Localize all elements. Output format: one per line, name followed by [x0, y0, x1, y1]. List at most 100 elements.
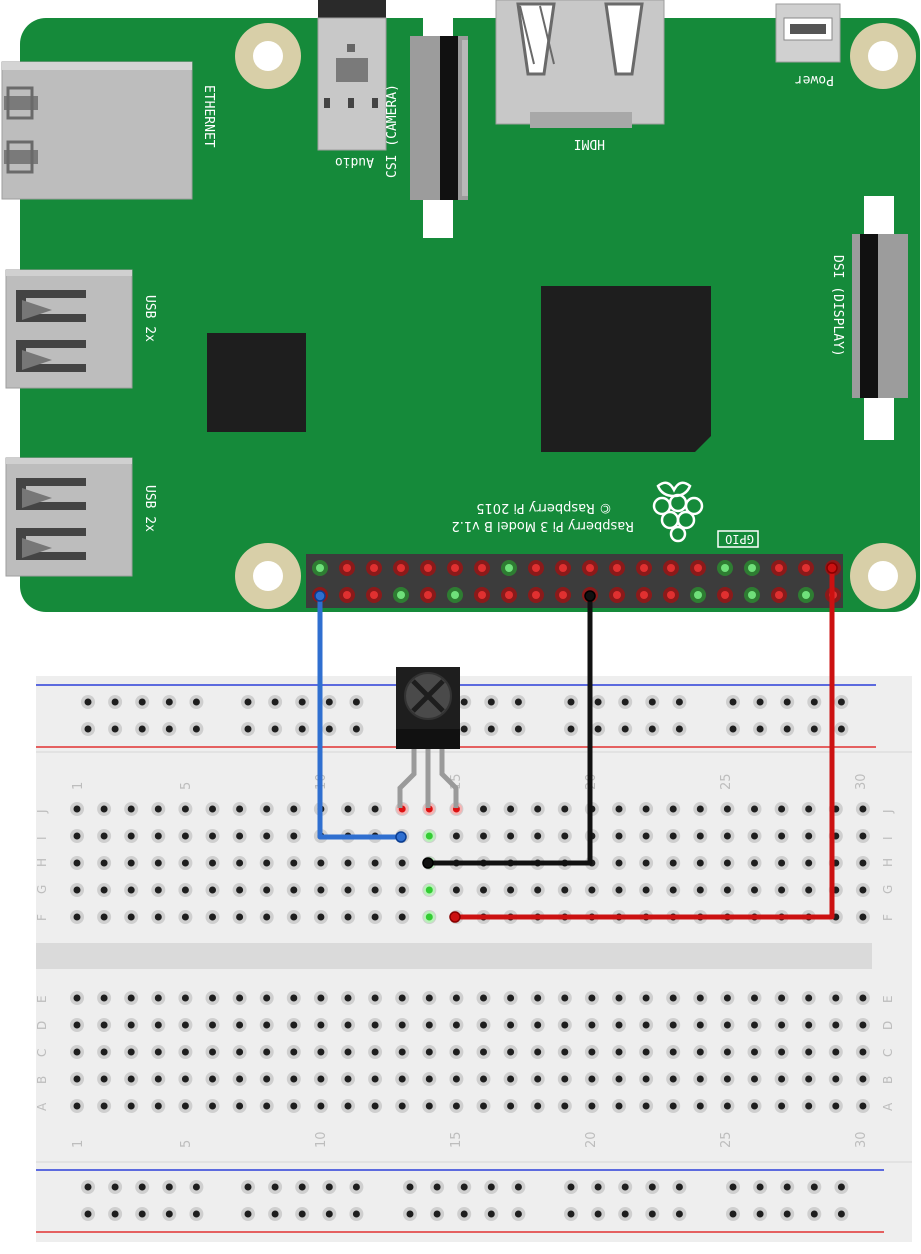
- breadboard-hole: [778, 886, 786, 894]
- rail-hole: [244, 1210, 252, 1218]
- breadboard-hole: [832, 1075, 840, 1083]
- breadboard-hole: [805, 994, 813, 1002]
- breadboard-hole: [805, 859, 813, 867]
- rail-hole: [165, 698, 173, 706]
- rail-hole: [837, 698, 845, 706]
- breadboard-hole: [317, 859, 325, 867]
- gpio-pin: [559, 591, 567, 599]
- col-number-5: 5: [179, 1140, 194, 1148]
- col-number-30: 30: [854, 1131, 869, 1148]
- gpio-pin: [613, 591, 621, 599]
- breadboard-hole: [832, 994, 840, 1002]
- rail-hole: [325, 725, 333, 733]
- rail-hole: [810, 1183, 818, 1191]
- rail-hole: [244, 725, 252, 733]
- rail-hole: [756, 1183, 764, 1191]
- breadboard-hole: [452, 832, 460, 840]
- breadboard-hole: [669, 1021, 677, 1029]
- breadboard-hole: [696, 1021, 704, 1029]
- rail-hole: [84, 698, 92, 706]
- col-number-15: 15: [449, 1131, 464, 1148]
- breadboard-hole: [425, 1102, 433, 1110]
- breadboard-hole: [507, 832, 515, 840]
- breadboard-hole: [669, 859, 677, 867]
- gpio-pin: [370, 591, 378, 599]
- rail-hole: [567, 725, 575, 733]
- breadboard-hole: [615, 1102, 623, 1110]
- breadboard-hole: [290, 1102, 298, 1110]
- rail-hole: [192, 1210, 200, 1218]
- rail-hole: [487, 1183, 495, 1191]
- gpio-pin: [721, 591, 729, 599]
- lan-chip: [207, 333, 306, 432]
- breadboard-hole: [317, 913, 325, 921]
- breadboard-hole: [588, 1048, 596, 1056]
- rail-hole: [675, 1210, 683, 1218]
- rail-hole: [298, 725, 306, 733]
- rail-hole: [165, 1183, 173, 1191]
- breadboard-hole: [73, 805, 81, 813]
- gpio-label-box: [717, 530, 759, 548]
- breadboard-hole: [778, 805, 786, 813]
- breadboard-hole: [452, 1048, 460, 1056]
- breadboard-hole: [751, 1048, 758, 1056]
- breadboard-hole: [154, 859, 162, 867]
- breadboard-hole: [723, 805, 731, 813]
- row-letter-i: I: [35, 836, 49, 840]
- ir-receiver-lead: [397, 748, 417, 808]
- rail-hole: [783, 725, 791, 733]
- rail-hole: [433, 1183, 441, 1191]
- breadboard-hole: [425, 1075, 433, 1083]
- row-letter-j: J: [35, 809, 49, 814]
- breadboard-hole: [452, 1021, 460, 1029]
- gpio-pin: [424, 591, 432, 599]
- breadboard-hole: [344, 1021, 352, 1029]
- breadboard-hole: [561, 1021, 569, 1029]
- breadboard-hole: [100, 913, 108, 921]
- gpio-pin: [802, 591, 810, 599]
- gpio-pin: [478, 564, 486, 572]
- row-letter-g: G: [881, 885, 895, 894]
- rail-hole: [810, 1210, 818, 1218]
- breadboard-hole: [127, 832, 135, 840]
- breadboard-hole: [751, 832, 758, 840]
- raspberry-pi-board: ETHERNET USB 2x USB 2x Audi: [1, 0, 920, 612]
- breadboard-hole: [751, 805, 758, 813]
- row-letter-f: F: [35, 914, 49, 921]
- gpio-pin: [316, 564, 324, 572]
- breadboard-hole: [778, 1075, 786, 1083]
- breadboard-hole: [859, 1075, 867, 1083]
- breadboard-hole: [181, 805, 189, 813]
- gpio-pin: [640, 564, 648, 572]
- gpio-pin: [532, 591, 540, 599]
- breadboard-hole: [696, 994, 704, 1002]
- breadboard-hole: [696, 805, 704, 813]
- breadboard-hole: [181, 1102, 189, 1110]
- breadboard-hole: [181, 832, 189, 840]
- breadboard-hole: [805, 1048, 813, 1056]
- breadboard-hole: [615, 994, 623, 1002]
- breadboard-hole: [507, 1021, 515, 1029]
- breadboard-hole: [696, 1048, 704, 1056]
- col-number-1: 1: [71, 1140, 86, 1148]
- breadboard-hole: [805, 832, 813, 840]
- rail-hole: [621, 698, 629, 706]
- audio-jack: [317, 0, 387, 151]
- gpio-pin: [748, 564, 756, 572]
- gpio-pin: [586, 564, 594, 572]
- gpio-pin: [343, 591, 351, 599]
- breadboard-hole: [127, 913, 135, 921]
- breadboard-hole: [371, 994, 379, 1002]
- breadboard-hole: [832, 1048, 840, 1056]
- breadboard-hole: [669, 886, 677, 894]
- breadboard-hole: [317, 994, 325, 1002]
- breadboard-hole: [181, 994, 189, 1002]
- wires: [314, 562, 838, 923]
- breadboard-hole: [209, 994, 216, 1002]
- rail-hole: [514, 698, 522, 706]
- breadboard-hole: [778, 1102, 786, 1110]
- rail-hole: [648, 725, 656, 733]
- rail-hole: [271, 1183, 279, 1191]
- breadboard-hole: [263, 913, 271, 921]
- breadboard-hole: [615, 859, 623, 867]
